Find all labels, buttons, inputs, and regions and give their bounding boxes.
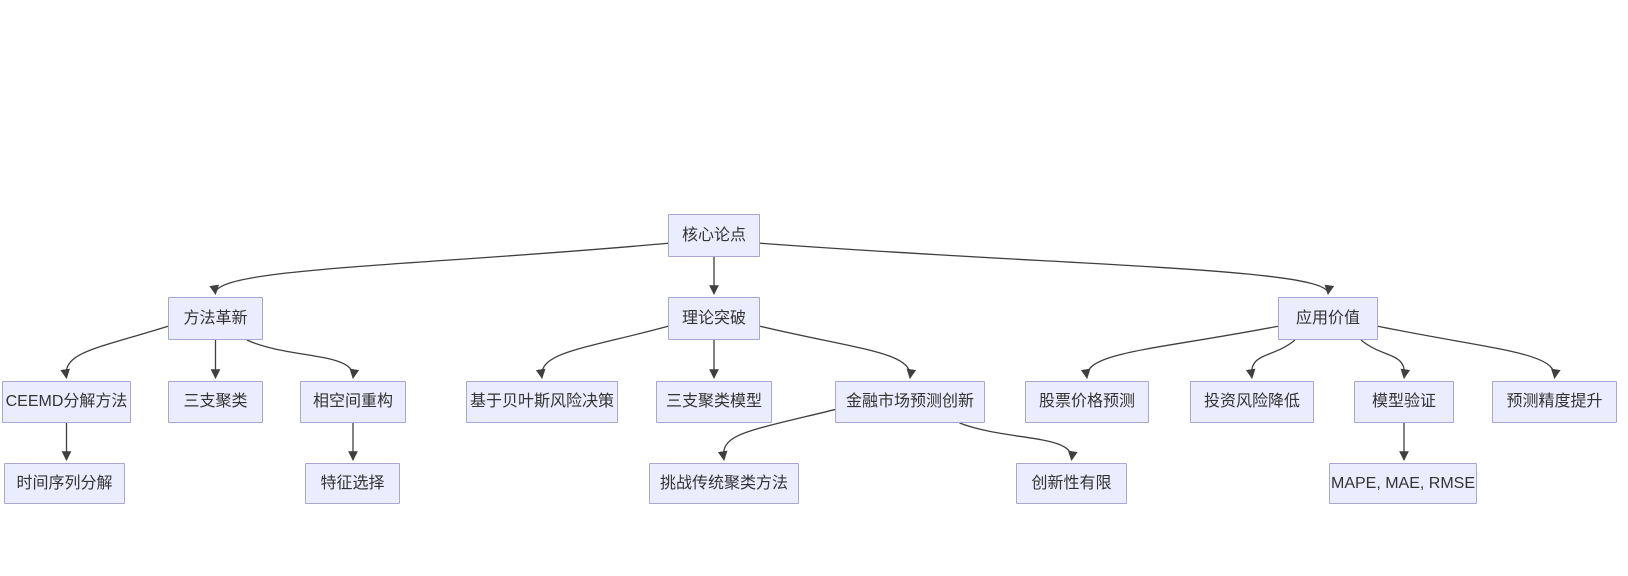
node-finance: 金融市场预测创新 [835, 381, 985, 423]
node-label-stock: 股票价格预测 [1038, 393, 1135, 410]
node-challenge: 挑战传统聚类方法 [649, 463, 799, 504]
node-label-theory: 理论突破 [681, 309, 746, 327]
node-label-value: 应用价值 [1295, 309, 1360, 327]
node-label-metrics: MAPE, MAE, RMSE [1330, 474, 1476, 492]
node-label-limited: 创新性有限 [1031, 474, 1112, 492]
node-method: 方法革新 [168, 297, 263, 340]
edge-method-ceemd [60, 325, 169, 379]
edge-method-phase [246, 339, 360, 379]
node-validation: 模型验证 [1354, 381, 1454, 423]
node-label-root: 核心论点 [681, 226, 746, 244]
node-label-ceemd: CEEMD分解方法 [5, 393, 128, 410]
node-metrics: MAPE, MAE, RMSE [1329, 463, 1477, 504]
edge-value-accuracy [1377, 325, 1561, 379]
edge-value-risk [1245, 339, 1296, 379]
node-stock: 股票价格预测 [1025, 381, 1149, 423]
node-label-tsdecomp: 时间序列分解 [16, 474, 113, 492]
node-label-challenge: 挑战传统聚类方法 [659, 474, 788, 492]
node-threemodel: 三支聚类模型 [656, 381, 772, 423]
edge-theory-bayes [535, 325, 669, 379]
node-bayes: 基于贝叶斯风险决策 [466, 381, 618, 423]
edge-theory-finance [759, 325, 917, 379]
node-label-finance: 金融市场预测创新 [845, 393, 974, 410]
edge-root-value [759, 242, 1335, 295]
node-ceemd: CEEMD分解方法 [2, 381, 131, 423]
node-label-risk: 投资风险降低 [1203, 393, 1300, 410]
node-label-three1: 三支聚类 [183, 393, 248, 410]
edges-group [60, 242, 1561, 461]
node-tsdecomp: 时间序列分解 [4, 463, 125, 504]
node-three1: 三支聚类 [168, 381, 263, 423]
edge-value-validation [1360, 339, 1411, 379]
node-feature: 特征选择 [305, 463, 400, 504]
edge-finance-limited [959, 422, 1078, 461]
node-label-accuracy: 预测精度提升 [1506, 393, 1603, 410]
node-label-threemodel: 三支聚类模型 [665, 393, 762, 410]
node-phase: 相空间重构 [300, 381, 406, 423]
edge-value-stock [1080, 325, 1279, 379]
node-theory: 理论突破 [668, 297, 760, 340]
edge-root-method [209, 242, 669, 295]
node-label-feature: 特征选择 [320, 474, 385, 492]
node-accuracy: 预测精度提升 [1492, 381, 1617, 423]
node-label-validation: 模型验证 [1371, 393, 1436, 410]
node-value: 应用价值 [1278, 297, 1378, 340]
node-label-phase: 相空间重构 [312, 393, 393, 410]
node-root: 核心论点 [668, 214, 760, 257]
node-label-method: 方法革新 [183, 309, 248, 327]
node-label-bayes: 基于贝叶斯风险决策 [469, 393, 614, 410]
node-limited: 创新性有限 [1016, 463, 1127, 504]
node-risk: 投资风险降低 [1190, 381, 1314, 423]
